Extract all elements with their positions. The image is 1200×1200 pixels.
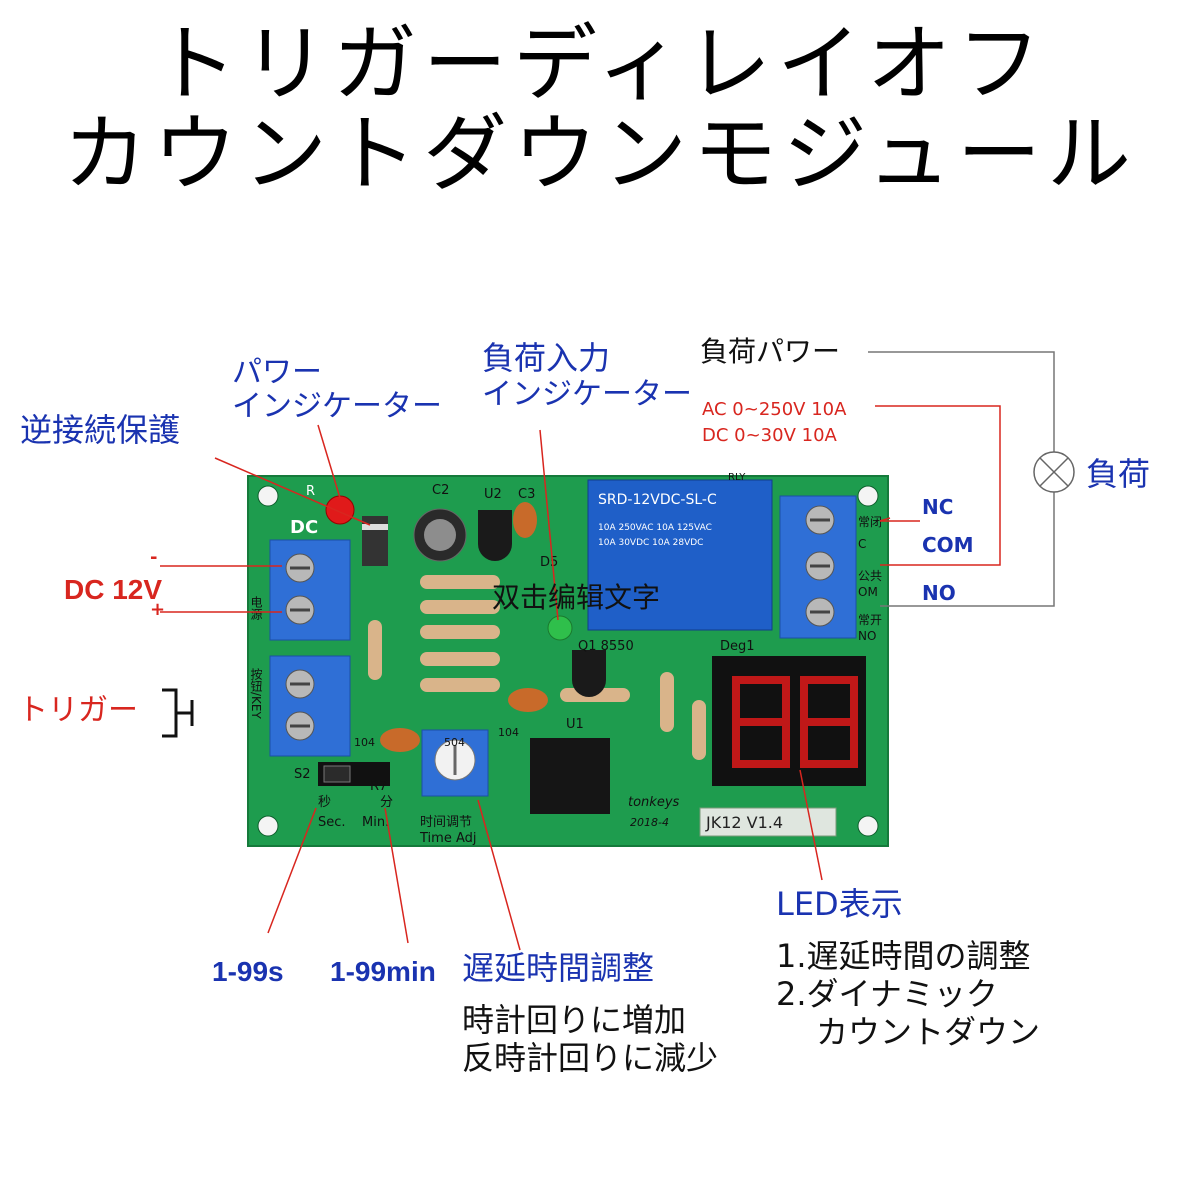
output-terminal [779, 495, 857, 639]
rating-dc-label: DC 0~30V 10A [702, 425, 837, 446]
board-q1-label: Q1 8550 [578, 639, 634, 654]
relay-model-text: SRD-12VDC-SL-C [598, 492, 717, 508]
capacitor-c2 [413, 508, 467, 562]
power-indicator-label-1: パワー [232, 355, 322, 390]
load-input-label-1: 負荷入力 [482, 339, 611, 377]
sec-range-label: 1-99s [212, 956, 284, 987]
board-com-cn: 公共 [858, 569, 882, 583]
version-plate [699, 807, 837, 837]
dc-minus-label: - [150, 547, 158, 568]
board-min-cn: 分 [380, 795, 393, 810]
board-d5-label: D5 [540, 555, 558, 570]
page-title-line-2: カウントダウンモジュール [62, 105, 1138, 203]
page-title-line-1: トリガーディレイオフ [152, 15, 1048, 113]
led-note-1: 1.遅延時間の調整 [776, 937, 1031, 975]
delay-adjust-label: 遅延時間調整 [462, 949, 655, 987]
power-indicator-label-2: インジケーター [232, 389, 442, 424]
load-label: 負荷 [1086, 455, 1151, 493]
board-time-en: Time Adj [419, 831, 476, 846]
key-terminal [269, 655, 351, 757]
chip-u1 [530, 738, 610, 814]
board-brand: tonkeys [628, 795, 680, 810]
reverse-protection-label: 逆接続保護 [20, 411, 181, 449]
board-key-cn: 按钮/KEY [249, 668, 263, 720]
led-note-2: 2.ダイナミック [776, 975, 998, 1013]
trigger-label: トリガー [18, 693, 138, 728]
pot-value-label: 504 [444, 736, 465, 749]
board-nc-short: C [858, 537, 866, 551]
board-sec-cn: 秒 [318, 795, 331, 810]
watermark-text: 双击编辑文字 [492, 581, 661, 614]
nc-label: NC [922, 495, 954, 519]
board-nc-cn: 常闭 [858, 515, 882, 529]
no-label: NO [922, 581, 956, 605]
load-power-label: 負荷パワー [700, 335, 841, 368]
com-label: COM [922, 533, 974, 557]
board-104b-label: 104 [498, 726, 519, 739]
board-time-cn: 时间调节 [420, 815, 472, 830]
regulator-u2 [478, 510, 512, 561]
resistor-array [368, 575, 706, 760]
board-rly-label: RLY [728, 472, 746, 483]
led-display-label: LED表示 [776, 885, 903, 923]
load-circuit-lines [868, 351, 1055, 607]
relay-rating-line-2: 10A 30VDC 10A 28VDC [598, 538, 703, 548]
relay-rating-line-1: 10A 250VAC 10A 125VAC [598, 523, 712, 533]
min-range-label: 1-99min [330, 956, 436, 987]
board-u1-label: U1 [566, 717, 584, 732]
relay [587, 479, 773, 631]
board-sec-label: Sec. [318, 815, 346, 830]
board-power-cn: 电源 [249, 596, 263, 621]
time-adjust-potentiometer[interactable] [421, 729, 489, 797]
board-r-label: R [306, 484, 315, 499]
board-r7-label: R7 [370, 779, 387, 794]
board-no-cn: 常开 [858, 613, 882, 627]
led-display [712, 656, 866, 786]
protection-diode [362, 516, 388, 566]
sec-min-jumper[interactable] [318, 762, 390, 786]
board-u2-label: U2 [484, 487, 502, 502]
board-s2-label: S2 [294, 767, 311, 782]
board-year: 2018-4 [630, 816, 669, 829]
power-led [325, 495, 355, 525]
trigger-switch-icon [162, 688, 194, 738]
counterclockwise-note: 反時計回りに減少 [462, 1039, 719, 1077]
dc-plus-label: + [150, 599, 166, 620]
power-terminal [269, 539, 351, 641]
led-note-3: カウントダウン [816, 1013, 1041, 1051]
clockwise-note: 時計回りに増加 [462, 1001, 687, 1039]
board-min-label: Min. [362, 815, 389, 830]
board-c3-label: C3 [518, 487, 535, 502]
board-c2-label: C2 [432, 483, 449, 498]
dc12v-label: DC 12V [64, 574, 163, 605]
rating-ac-label: AC 0~250V 10A [702, 399, 847, 420]
load-input-label-2: インジケーター [482, 377, 692, 412]
load-led [547, 615, 573, 641]
ceramic-capacitors [380, 688, 548, 752]
load-lamp-icon [1033, 451, 1075, 493]
board-version: JK12 V1.4 [705, 813, 783, 832]
board-no-short: NO [858, 629, 876, 643]
board-104a-label: 104 [354, 736, 375, 749]
board-com-short: OM [858, 585, 878, 599]
capacitor-c3 [513, 502, 537, 538]
board-dc-label: DC [290, 517, 318, 538]
board-deg-label: Deg1 [720, 639, 755, 654]
transistor-q1 [572, 650, 606, 697]
leader-lines [160, 405, 1001, 951]
